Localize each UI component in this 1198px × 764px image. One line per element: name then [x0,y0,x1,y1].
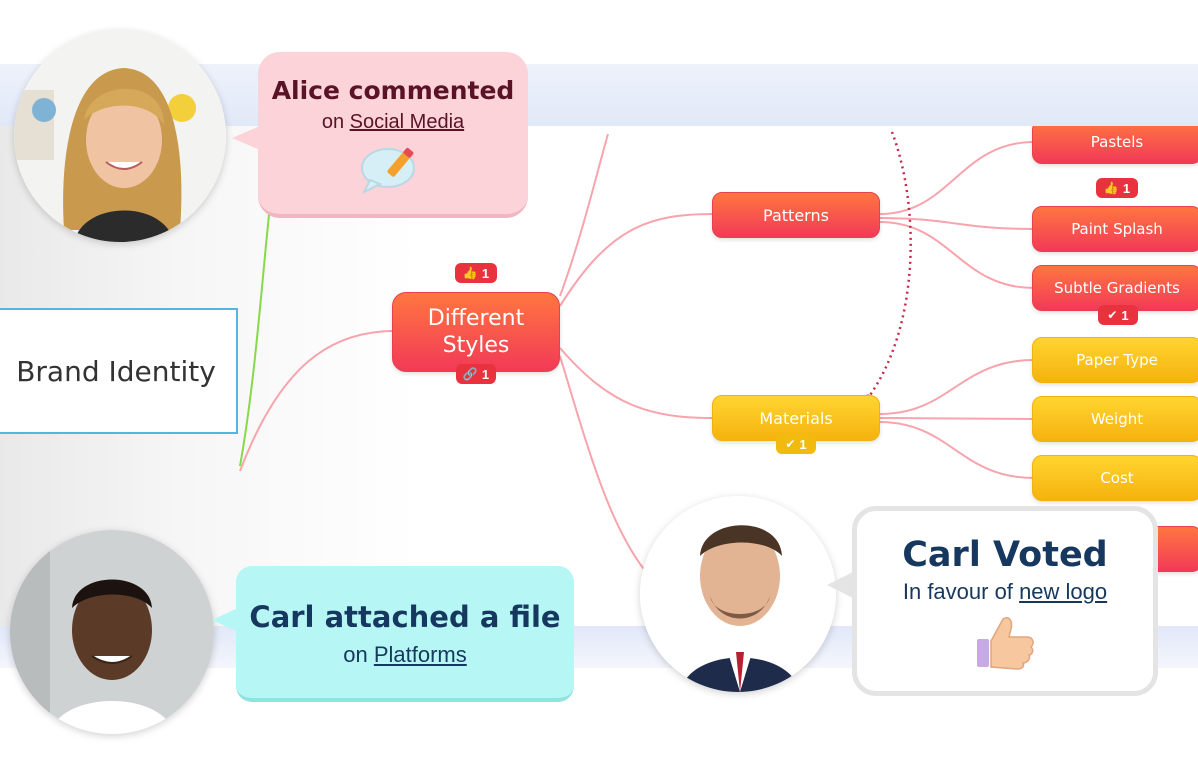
carl-file-title: Carl attached a file [236,600,574,634]
node-cost-label: Cost [1100,469,1133,487]
node-weight-label: Weight [1091,410,1143,428]
link-styles-patterns [560,214,714,306]
avatar-alice [14,30,226,242]
node-pastels[interactable]: Pastels [1032,126,1198,164]
link-patterns-paint [880,218,1034,229]
link-materials-paper [880,360,1034,414]
link-patterns-gradients [880,222,1034,288]
node-paper-type-label: Paper Type [1076,351,1158,369]
node-different-styles[interactable]: Different Styles [392,292,560,372]
node-paint-splash-label: Paint Splash [1071,220,1163,238]
carl-file-notification[interactable]: Carl attached a file on Platforms [236,566,574,702]
node-cost[interactable]: Cost [1032,455,1198,501]
node-paper-type[interactable]: Paper Type [1032,337,1198,383]
node-brand-identity[interactable]: Brand Identity [0,308,238,434]
link-styles-materials [560,348,714,418]
check-count: 1 [1121,308,1128,323]
likes-count: 1 [482,266,489,281]
carl-file-target-link[interactable]: Platforms [374,642,467,667]
link-patterns-pastels [880,142,1034,214]
alice-title: Alice commented [258,76,528,105]
link-root-top [240,186,272,466]
likes-badge-pastels[interactable]: 👍 1 [1096,178,1138,198]
node-pastels-label: Pastels [1091,133,1143,151]
alice-comment-notification[interactable]: Alice commented on Social Media [258,52,528,218]
alice-target-link[interactable]: Social Media [350,111,465,133]
link-root-styles [240,331,394,471]
carl-vote-target-link[interactable]: new logo [1019,579,1107,604]
node-weight[interactable]: Weight [1032,396,1198,442]
thumbs-up-icon: 👍 [1104,181,1119,195]
link-materials-cost [880,422,1034,478]
link-materials-weight [880,418,1034,419]
checkmark-icon: ✔ [785,437,795,451]
thumbs-up-icon [857,611,1153,676]
paperclip-icon: 🔗 [463,367,478,381]
node-different-styles-line2: Styles [443,332,510,360]
node-paint-splash[interactable]: Paint Splash [1032,206,1198,252]
node-subtle-gradients-label: Subtle Gradients [1054,279,1180,297]
carl-vote-notification[interactable]: Carl Voted In favour of new logo [852,506,1158,696]
attachment-count: 1 [482,367,489,382]
avatar-carl-file [10,530,214,734]
carl-vote-subtitle: In favour of new logo [857,579,1153,605]
thumbs-up-icon: 👍 [463,266,478,280]
alice-prefix: on [322,111,344,133]
carl-vote-title: Carl Voted [857,535,1153,575]
checkmark-icon: ✔ [1107,308,1117,322]
node-patterns-label: Patterns [763,206,829,225]
check-badge-subtle-gradients[interactable]: ✔ 1 [1098,305,1138,325]
carl-vote-prefix: In favour of [903,579,1013,604]
bubble-tail [827,571,855,599]
alice-subtitle: on Social Media [258,111,528,134]
carl-file-subtitle: on Platforms [236,642,574,668]
avatar-carl-vote [640,496,836,692]
comment-bubble-icon [258,142,528,201]
node-brand-identity-label: Brand Identity [16,355,216,388]
node-patterns[interactable]: Patterns [712,192,880,238]
likes-count: 1 [1123,181,1130,196]
bubble-tail [212,608,238,632]
attachment-badge-different-styles[interactable]: 🔗 1 [456,364,496,384]
node-materials-label: Materials [759,409,832,428]
dotted-cross-link [868,132,911,398]
node-different-styles-line1: Different [428,305,524,333]
carl-file-prefix: on [343,642,367,667]
bubble-tail [232,126,260,150]
check-count: 1 [799,437,806,452]
likes-badge-different-styles[interactable]: 👍 1 [455,263,497,283]
check-badge-materials[interactable]: ✔ 1 [776,434,816,454]
